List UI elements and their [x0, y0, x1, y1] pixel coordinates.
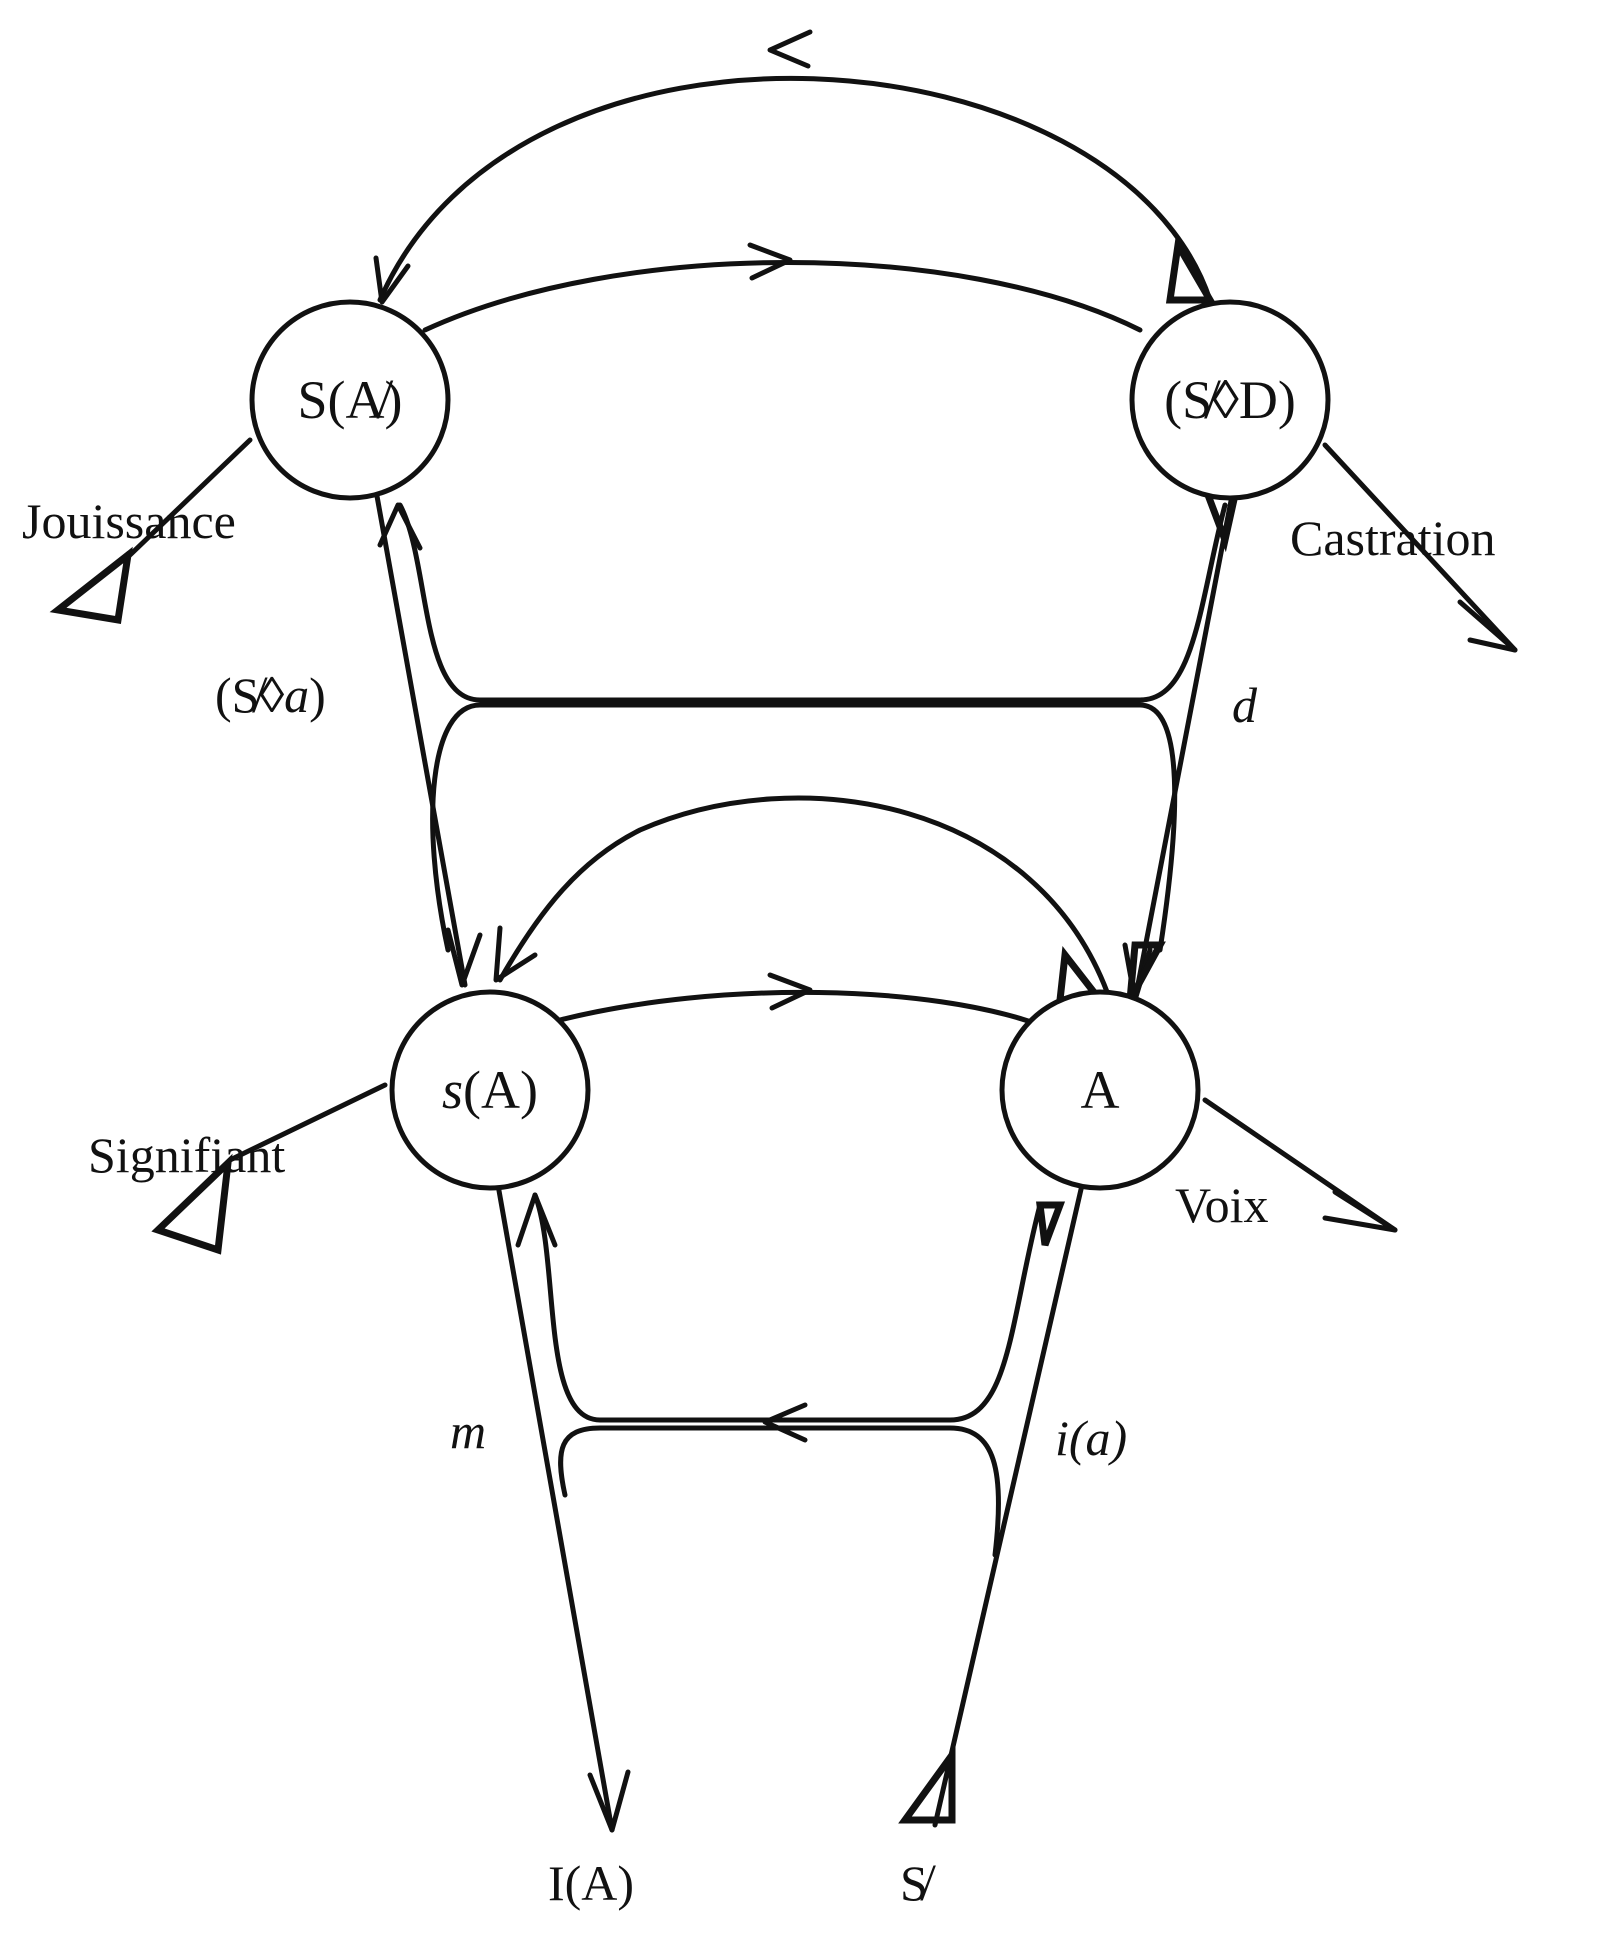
label-barred-s-lozenge-a: (S̸◊a)	[215, 667, 326, 723]
upper-loop-top	[397, 502, 1228, 703]
jouissance-line	[127, 437, 253, 558]
triangle-signifiant	[151, 1153, 233, 1255]
i-a-line	[932, 1182, 1085, 1828]
triangle-i-a-line	[1036, 1201, 1066, 1247]
label-d: d	[1232, 677, 1258, 733]
arrowhead-left-loop-up	[377, 502, 423, 551]
triangle-jouissance	[49, 546, 133, 625]
left-upper-vertical	[372, 482, 468, 988]
upper-outer-arc	[377, 75, 1213, 303]
label-m: m	[450, 1403, 486, 1459]
triangle-right-lower-vertical	[1126, 941, 1166, 1002]
arrowhead-into-s-of-a	[445, 927, 483, 988]
node-label-s-barred-a: S(A̸)	[298, 370, 403, 430]
arrowhead-lower-inner-arc	[767, 972, 813, 1011]
node-label-s-of-a: s(A)	[442, 1060, 538, 1120]
lower-loop-top	[532, 1192, 1043, 1423]
arrowheads	[49, 29, 1518, 1833]
arrowhead-into-s-barred-a	[373, 255, 411, 305]
lower-inner-arc	[557, 989, 1043, 1028]
signifiant-line	[227, 1082, 388, 1163]
edges	[127, 75, 1518, 1833]
upper-loop-bottom	[430, 702, 1178, 953]
castration-line	[1322, 442, 1518, 653]
arrowhead-into-ideal	[587, 1769, 631, 1833]
label-barred-subject: S̸	[900, 1855, 937, 1911]
label-i-a: i(a)	[1055, 1410, 1127, 1466]
lower-outer-arc	[497, 795, 1113, 1003]
arrowhead-lower-loop-horizontal	[762, 1402, 808, 1443]
label-signifiant: Signifiant	[88, 1127, 285, 1183]
node-s-of-a: s(A)	[389, 989, 591, 1191]
triangle-barred-subject	[898, 1744, 956, 1824]
m-line	[495, 1182, 615, 1833]
node-label-big-a: A	[1081, 1060, 1120, 1120]
right-upper-vertical	[1132, 477, 1238, 1003]
node-s-barred-a: S(A̸)	[249, 299, 451, 501]
node-label-barred-s-d: (S̸◊D)	[1164, 370, 1296, 430]
triangle-upper-right	[1165, 234, 1217, 304]
arrowhead-castration	[1457, 599, 1518, 653]
arrowhead-upper-inner-arc	[747, 242, 793, 281]
arrowhead-lower-loop-up	[515, 1192, 558, 1248]
labels: Jouissance Castration (S̸◊a) d Signifian…	[22, 493, 1496, 1911]
arrowhead-lower-outer-arc	[493, 925, 538, 983]
node-barred-s-d: (S̸◊D)	[1129, 299, 1331, 501]
arrowhead-voix	[1322, 1189, 1398, 1233]
label-voix: Voix	[1175, 1177, 1269, 1233]
upper-inner-arc	[422, 260, 1143, 333]
label-castration: Castration	[1290, 510, 1496, 566]
lower-loop-bottom	[558, 1425, 1002, 1558]
node-big-a: A	[999, 989, 1201, 1191]
label-ideal: I(A)	[548, 1855, 634, 1911]
label-jouissance: Jouissance	[22, 493, 236, 549]
arrowhead-upper-outer-arc	[767, 29, 813, 69]
